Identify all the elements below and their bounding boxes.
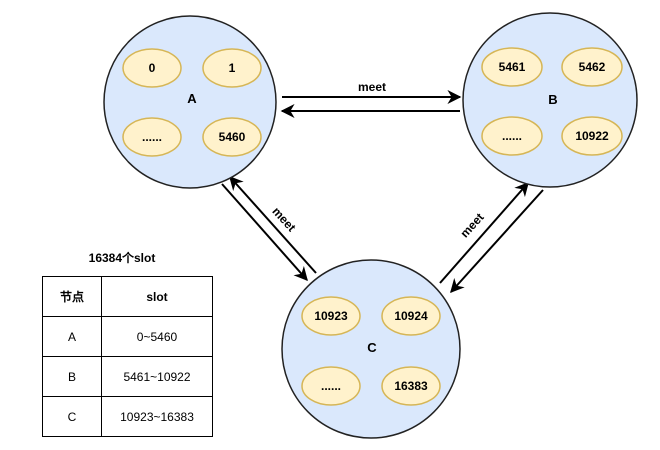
slot-text: 5462 (579, 60, 606, 74)
slot-badge (381, 296, 441, 336)
slot-badge (301, 296, 361, 336)
slot-text: 1 (229, 61, 236, 75)
slot-text: 10924 (394, 309, 428, 323)
slot-text: 16383 (394, 379, 428, 393)
slot-text: 10923 (314, 309, 348, 323)
slot-text: ...... (142, 130, 162, 144)
arrow-c-to-b (439, 181, 529, 284)
slot-badge (301, 366, 361, 406)
slot-badge (122, 48, 182, 88)
node-b: 5461 5462 B ...... 10922 (462, 12, 638, 188)
cell-slot-range: 10923~16383 (101, 396, 213, 437)
slot-text: 5460 (219, 130, 246, 144)
table-row: A 0~5460 (42, 316, 213, 357)
slot-text: 0 (149, 61, 156, 75)
edge-label-a-c: meet (269, 204, 298, 234)
edge-a-c: meet (221, 175, 317, 282)
node-a: 0 1 A ...... 5460 (103, 15, 277, 189)
slot-badge (202, 117, 262, 157)
edge-a-b: meet (280, 80, 462, 118)
slot-text: 10922 (575, 129, 609, 143)
slot-badge (381, 366, 441, 406)
slot-table: 节点 slot A 0~5460 B 5461~10922 C 10923~16… (42, 276, 213, 437)
arrow-c-to-a (229, 175, 317, 274)
slot-badge (122, 117, 182, 157)
header-node: 节点 (42, 276, 102, 317)
arrow-a-to-c (221, 183, 308, 282)
slot-badge (481, 116, 543, 156)
header-slot: slot (101, 276, 213, 317)
arrow-b-to-c (450, 189, 544, 294)
table-row: C 10923~16383 (42, 396, 213, 437)
node-label: C (367, 340, 377, 355)
node-label: A (187, 91, 197, 106)
table-header-row: 节点 slot (42, 276, 213, 317)
cell-node: B (42, 356, 102, 397)
table-title: 16384个slot (88, 251, 156, 265)
slot-badge (202, 48, 262, 88)
cell-slot-range: 0~5460 (101, 316, 213, 357)
cell-slot-range: 5461~10922 (101, 356, 213, 397)
node-c: 10923 10924 C ...... 16383 (281, 259, 461, 439)
edge-c-b: meet (439, 181, 544, 294)
slot-badge (481, 47, 543, 87)
slot-badge (561, 47, 623, 87)
node-label: B (548, 92, 557, 107)
cell-node: A (42, 316, 102, 357)
slot-text: ...... (502, 129, 522, 143)
edge-label-a-b: meet (358, 80, 386, 94)
slot-text: 5461 (499, 60, 526, 74)
cell-node: C (42, 396, 102, 437)
table-row: B 5461~10922 (42, 356, 213, 397)
slot-text: ...... (321, 379, 341, 393)
slot-badge (561, 116, 623, 156)
